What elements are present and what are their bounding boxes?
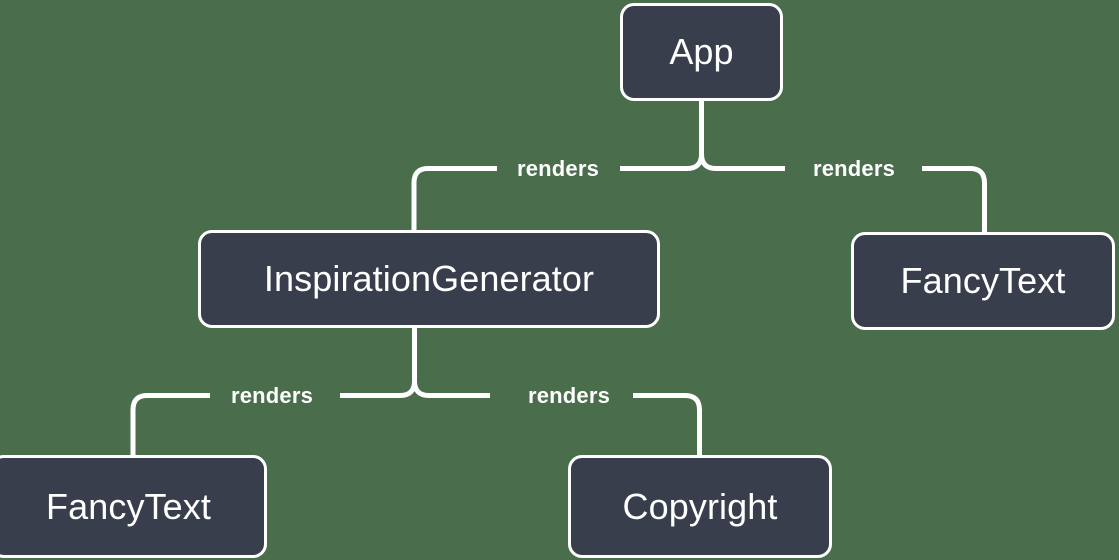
edge-app-stem-right [699, 101, 717, 171]
edge-app-to-inspirationgenerator [411, 166, 687, 230]
node-fancytext-right[interactable]: FancyText [851, 232, 1115, 330]
node-inspirationgenerator-label: InspirationGenerator [263, 258, 595, 299]
node-copyright[interactable]: Copyright [568, 455, 832, 558]
node-fancytext-bottom-label: FancyText [46, 485, 211, 527]
node-inspirationgenerator[interactable]: InspirationGenerator [198, 230, 660, 328]
edge-label-app-to-fancytext: renders [812, 156, 896, 181]
node-fancytext-bottom[interactable]: FancyText [0, 455, 267, 558]
node-copyright-label: Copyright [622, 485, 778, 527]
node-app-label: App [669, 31, 734, 72]
edge-label-inspirationgenerator-to-copyright: renders [527, 383, 611, 408]
edge-inspirationgenerator-to-copyright [429, 393, 702, 455]
edge-label-inspirationgenerator-to-fancytext: renders [230, 383, 314, 408]
edge-inspirationgenerator-stem-right [412, 328, 430, 398]
edge-label-app-to-inspirationgenerator: renders [516, 156, 600, 181]
edge-inspirationgenerator-to-fancytext [130, 393, 400, 455]
node-fancytext-right-label: FancyText [900, 260, 1066, 301]
node-app[interactable]: App [620, 3, 783, 101]
edge-app-to-fancytext [716, 166, 987, 232]
